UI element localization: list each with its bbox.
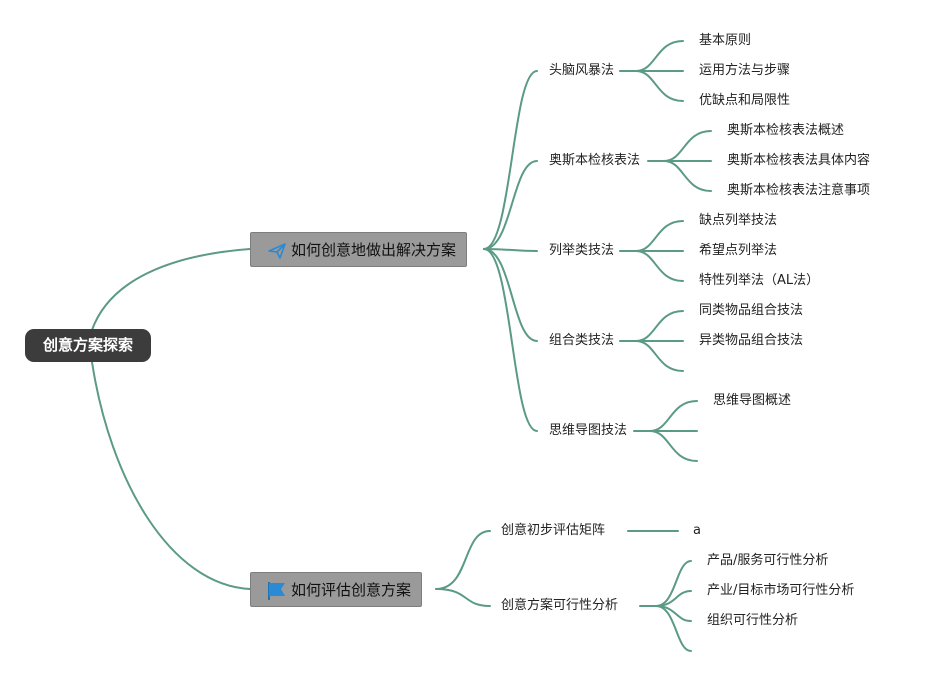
connector-listing-leaves [635,250,684,282]
leaf-mindmap-overview[interactable]: 思维导图概述 [713,393,792,408]
connector-branch1-topic [483,248,538,432]
leaf-methods-steps[interactable]: 运用方法与步骤 [699,63,791,78]
branch-label: 如何评估创意方案 [291,581,412,599]
leaf-dissimilar-combination[interactable]: 异类物品组合技法 [699,333,804,348]
connector-brainstorm-leaves [635,70,684,102]
connector-root-branch1 [91,248,251,331]
connector-mindmap-leaves [649,400,698,432]
connector-branch1-topic [483,70,538,250]
connector-osborn-leaves [663,130,712,162]
leaf-a[interactable]: a [693,523,701,538]
leaf-osborn-overview[interactable]: 奥斯本检核表法概述 [727,123,845,138]
branch-label: 如何创意地做出解决方案 [291,241,457,259]
leaf-market-feasibility[interactable]: 产业/目标市场可行性分析 [707,583,855,598]
connector-brainstorm-leaves [635,40,684,72]
leaf-osborn-notes[interactable]: 奥斯本检核表法注意事项 [727,183,871,198]
connector-branch2-topic [435,588,491,607]
connector-combination-leaves [635,310,684,342]
connector-branch1-topic [483,248,538,342]
paper-plane-icon [267,241,287,261]
topic-combination-techniques[interactable]: 组合类技法 [549,333,615,348]
topic-listing-techniques[interactable]: 列举类技法 [549,243,615,258]
leaf-similar-combination[interactable]: 同类物品组合技法 [699,303,804,318]
leaf-basic-principles[interactable]: 基本原则 [699,33,752,48]
connector-mindmap-leaves [649,430,698,462]
branch-node-create-solutions[interactable]: 如何创意地做出解决方案 [250,232,468,267]
topic-feasibility-analysis[interactable]: 创意方案可行性分析 [501,598,619,613]
topic-brainstorming[interactable]: 头脑风暴法 [549,63,615,78]
connector-root-branch2 [91,361,251,590]
branch-node-evaluate-solutions[interactable]: 如何评估创意方案 [250,572,423,607]
connector-listing-leaves [635,220,684,252]
connector-branch2-topic [435,530,491,590]
connector-combination-leaves [635,340,684,372]
leaf-product-feasibility[interactable]: 产品/服务可行性分析 [707,553,829,568]
leaf-organization-feasibility[interactable]: 组织可行性分析 [707,613,799,628]
leaf-pros-cons[interactable]: 优缺点和局限性 [699,93,791,108]
topic-initial-evaluation-matrix[interactable]: 创意初步评估矩阵 [501,523,606,538]
connector-osborn-leaves [663,160,712,192]
flag-icon [267,581,287,601]
root-node[interactable]: 创意方案探索 [25,329,151,362]
connector-branch1-topic [483,160,538,250]
leaf-hope-listing[interactable]: 希望点列举法 [699,243,778,258]
leaf-osborn-content[interactable]: 奥斯本检核表法具体内容 [727,153,871,168]
connector-branch1-topic [483,248,538,252]
leaf-attribute-listing[interactable]: 特性列举法（AL法） [699,273,820,288]
leaf-defect-listing[interactable]: 缺点列举技法 [699,213,778,228]
topic-osborn-checklist[interactable]: 奥斯本检核表法 [549,153,641,168]
topic-mind-mapping[interactable]: 思维导图技法 [549,423,628,438]
connector-feasibility-leaves [655,605,692,652]
